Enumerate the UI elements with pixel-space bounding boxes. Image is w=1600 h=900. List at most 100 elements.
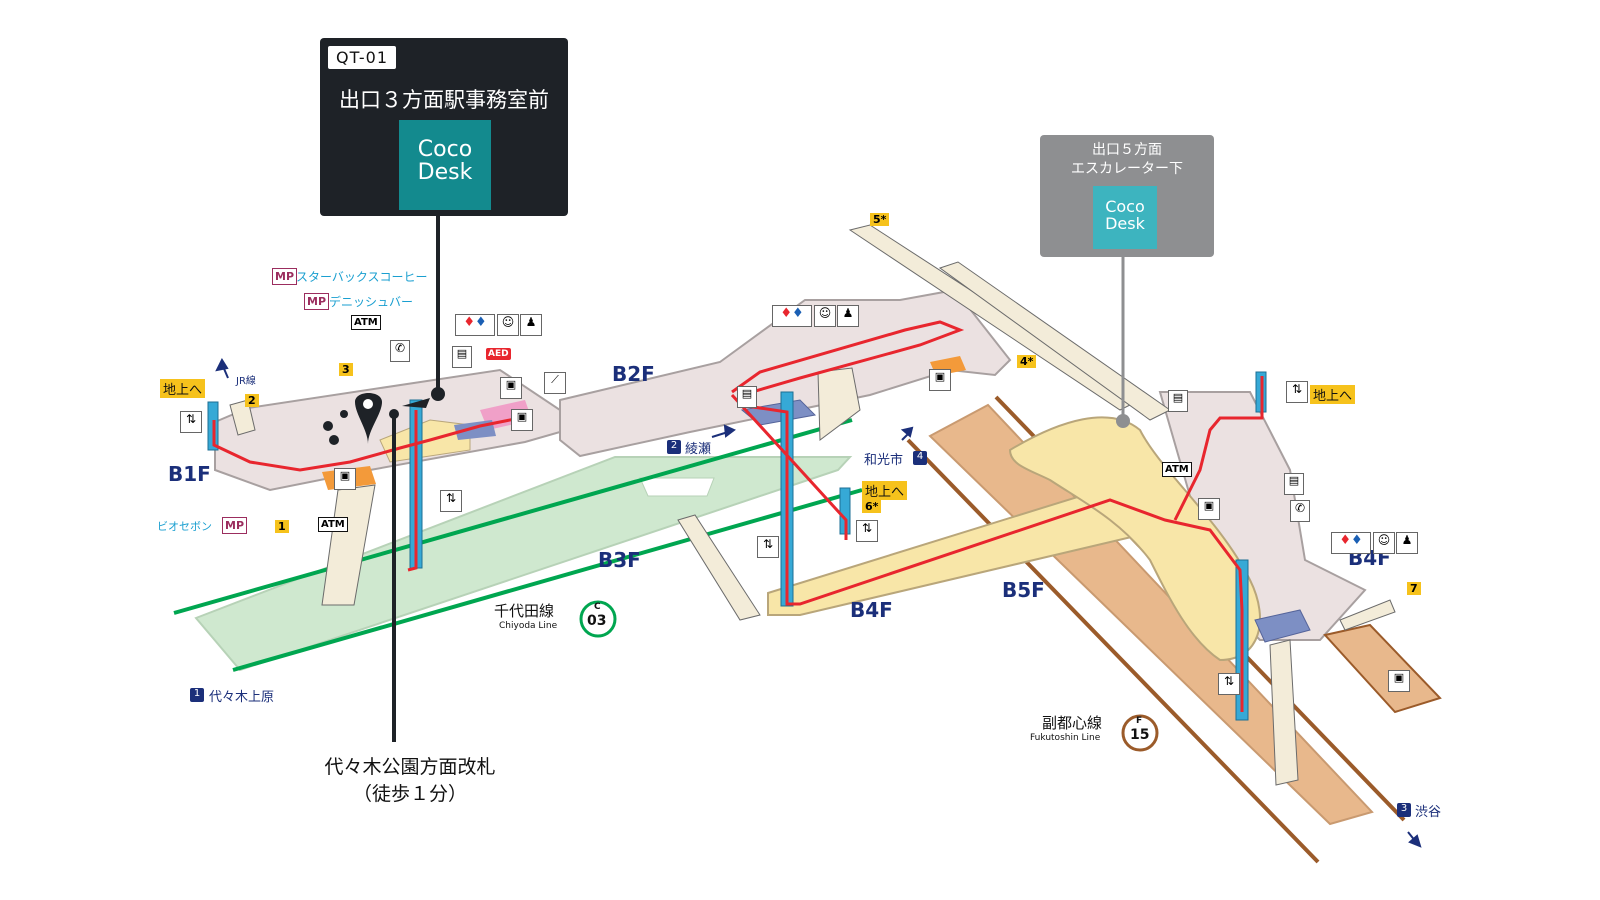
baby-icon-b4f: ☺ <box>1373 532 1395 554</box>
fukutoshin-line-label: 副都心線 <box>1042 714 1103 732</box>
toilet-icon-b4f: ♦♦ <box>1331 532 1371 554</box>
baby-icon-b1f: ☺ <box>497 314 519 336</box>
callout-main-title: 出口３方面駅事務室前 <box>339 88 549 112</box>
elevator-icon-b3f: ⇅ <box>440 490 462 512</box>
callout-sub-dot <box>1116 414 1130 428</box>
exit-4: 4* <box>1017 355 1037 368</box>
coco-desk-brand-line1: Coco <box>417 137 473 162</box>
locker-icon-b4f-right: ▤ <box>1284 473 1304 495</box>
location-pin-hole <box>363 399 373 409</box>
fare-adjust-icon-b1f: ▣ <box>334 468 356 490</box>
coco-desk-logo-sub: Coco Desk <box>1093 186 1157 249</box>
coco-desk-brand-line2: Desk <box>417 160 473 186</box>
b1f-concourse <box>214 368 561 492</box>
toilet-icon-b2f: ♦♦ <box>772 305 812 327</box>
callout-sub-title-line2: エスカレーター下 <box>1071 161 1183 177</box>
exit7-area <box>1323 623 1442 714</box>
b3f-platform <box>194 456 853 672</box>
to-ground-b4f: 地上へ <box>1310 385 1356 404</box>
person-icon-b1f: ♟ <box>520 314 542 336</box>
fukutoshin-number: 15 <box>1130 727 1150 743</box>
exit-5: 5* <box>870 213 890 226</box>
chiyoda-badge-icon <box>579 600 617 638</box>
fukutoshin-line-en: Fukutoshin Line <box>1030 733 1101 743</box>
location-code: QT-01 <box>328 46 397 69</box>
toilet-icon-b1f: ♦♦ <box>455 314 495 336</box>
shop-vie[interactable]: ビオセボン <box>157 520 212 533</box>
walk-arrow-icon <box>402 398 430 408</box>
direction-3-badge: 3 <box>1397 803 1411 817</box>
exit-7: 7 <box>1407 582 1421 595</box>
fukutoshin-track-left <box>906 438 1320 864</box>
floor-label-b2f: B2F <box>612 362 655 386</box>
locker-icon-b4f: ▤ <box>1168 390 1188 412</box>
elevator-icon-b4f-right: ⇅ <box>1286 381 1308 403</box>
fare-adjust-icon-b4f: ▣ <box>1198 498 1220 520</box>
person-icon-b4f: ♟ <box>1396 532 1418 554</box>
direction-4-badge: 4 <box>913 451 927 465</box>
phone-icon-b4f: ✆ <box>1290 500 1310 522</box>
chiyoda-letter: C <box>594 602 601 612</box>
gate-label-line2: （徒歩１分） <box>352 783 467 805</box>
locker-icon-b2f: ▤ <box>737 386 757 408</box>
fukutoshin-badge-icon <box>1121 714 1159 752</box>
shop-starbucks[interactable]: スターバックスコーヒー <box>296 270 428 284</box>
ticket-office-icon-b1f: ▣ <box>511 409 533 431</box>
callout-sub-title-line1: 出口５方面 <box>1092 142 1162 158</box>
ticket-machine-icon-b1f: ▣ <box>500 377 522 399</box>
elevator-icon-b5f: ⇅ <box>1218 673 1240 695</box>
baby-icon-b2f: ☺ <box>814 305 836 327</box>
fukutoshin-letter: F <box>1136 716 1143 726</box>
stairs <box>229 224 1396 786</box>
gate-label-line1: 代々木公園方面改札 <box>324 756 496 778</box>
to-ground-b1f: 地上へ <box>160 379 206 398</box>
to-ground-b2f: 地上へ <box>862 481 908 500</box>
mp-badge-vie: MP <box>222 517 248 534</box>
exit-2: 2 <box>245 394 259 407</box>
footstep-dots <box>323 409 399 445</box>
fare-adjust-icon-b2f: ▣ <box>929 369 951 391</box>
shop-denish[interactable]: デニッシュバー <box>329 295 414 309</box>
floor-label-b4f-center: B4F <box>850 598 893 622</box>
exit-1: 1 <box>275 520 289 533</box>
floor-label-b1f: B1F <box>168 462 211 486</box>
exit-6: 6* <box>862 500 882 513</box>
elevator-icon-exit6: ⇅ <box>856 520 878 542</box>
atm-icon-b4f: ATM <box>1162 462 1192 477</box>
chiyoda-number: 03 <box>587 613 607 629</box>
direction-1-label: 代々木上原 <box>209 690 275 705</box>
ticket-office-icon-exit7: ▣ <box>1388 670 1410 692</box>
elevator-icon-b1f: ⇅ <box>180 411 202 433</box>
direction-2-badge: 2 <box>667 440 681 454</box>
mp-badge-starbucks: MP <box>272 268 298 285</box>
callout-main-dot <box>431 387 445 401</box>
callout-sub-title: 出口５方面 エスカレーター下 <box>1040 141 1214 179</box>
direction-1-badge: 1 <box>190 688 204 702</box>
jr-line-label: JR線 <box>236 376 256 387</box>
aed-icon: AED <box>486 348 511 360</box>
atm-icon-b1f-bottom: ATM <box>318 517 348 532</box>
direction-arrows <box>215 357 1422 848</box>
atm-icon-b1f-top: ATM <box>351 315 381 330</box>
direction-3-label: 渋谷 <box>1415 805 1442 820</box>
b4f-office <box>1254 609 1311 643</box>
location-pin-icon[interactable] <box>355 393 382 444</box>
chiyoda-line-en: Chiyoda Line <box>499 621 558 631</box>
chiyoda-line-label: 千代田線 <box>494 602 555 620</box>
coco-desk-logo: Coco Desk <box>399 120 491 210</box>
gate-label: 代々木公園方面改札 （徒歩１分） <box>290 754 530 808</box>
accessible-routes <box>212 320 1264 712</box>
phone-icon-b1f: ✆ <box>390 340 410 362</box>
floor-label-b5f: B5F <box>1002 578 1045 602</box>
mp-badge-denish: MP <box>304 293 330 310</box>
chiyoda-track-upper <box>173 418 853 615</box>
locker-icon-b1f: ▤ <box>452 346 472 368</box>
direction-2-label: 綾瀬 <box>685 442 712 457</box>
chiyoda-track-lower <box>232 488 863 672</box>
direction-4-label: 和光市 <box>864 453 904 468</box>
exit-3: 3 <box>339 363 353 376</box>
coco-desk-sub-brand-line1: Coco <box>1105 197 1145 216</box>
escalator-icon-b1f: ⟋ <box>544 372 566 394</box>
elevator-icon-b4f-center: ⇅ <box>757 536 779 558</box>
